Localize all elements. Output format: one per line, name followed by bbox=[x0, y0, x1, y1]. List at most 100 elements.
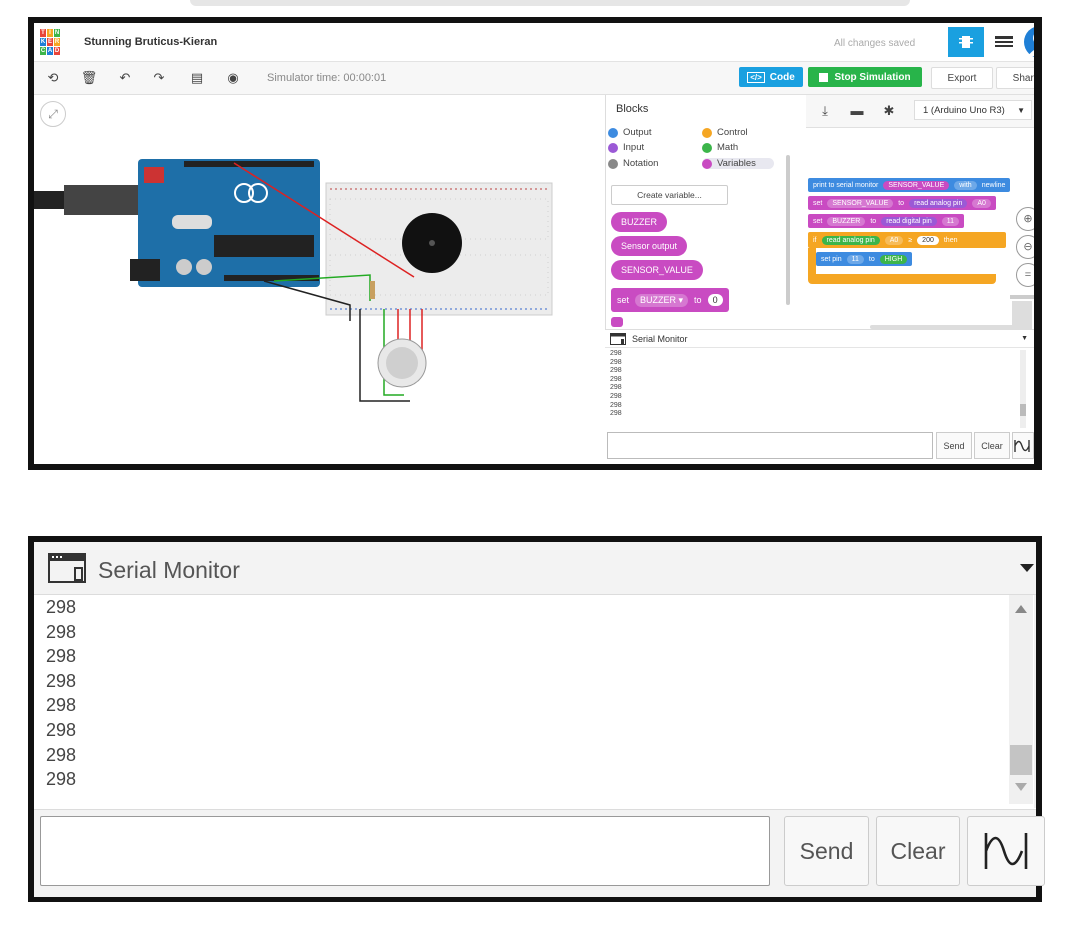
variable-block-sensor-output[interactable]: Sensor output bbox=[611, 236, 688, 256]
window-shadow bbox=[190, 0, 910, 6]
set-variable-block[interactable]: set BUZZER ▾ to 0 bbox=[611, 288, 729, 312]
clear-button[interactable]: Clear bbox=[876, 816, 960, 886]
tinkercad-logo[interactable]: T I N K E R C A D bbox=[40, 29, 60, 55]
category-control[interactable]: Control bbox=[702, 127, 748, 138]
analog-header bbox=[224, 275, 319, 281]
share-button[interactable]: Share bbox=[996, 67, 1034, 89]
graph-button[interactable] bbox=[967, 816, 1045, 886]
send-button[interactable]: Send bbox=[784, 816, 869, 886]
create-variable-button[interactable]: Create variable... bbox=[611, 185, 728, 205]
app-header: T I N K E R C A D Stunning Bruticus-Kier… bbox=[34, 23, 1034, 62]
zoom-reset-icon[interactable]: = bbox=[1016, 263, 1034, 287]
reset-button bbox=[144, 167, 164, 183]
fit-view-icon[interactable]: ⤢ bbox=[40, 101, 66, 127]
debug-icon[interactable]: ✱ bbox=[883, 103, 895, 118]
save-status: All changes saved bbox=[834, 38, 916, 49]
trash-icon[interactable] bbox=[1007, 295, 1034, 333]
category-input[interactable]: Input bbox=[608, 142, 644, 153]
arduino-board[interactable] bbox=[138, 159, 320, 287]
resistor[interactable] bbox=[370, 281, 375, 299]
circuit-drawing bbox=[34, 159, 553, 402]
variable-dropdown[interactable]: BUZZER ▾ bbox=[635, 293, 689, 307]
zoom-out-icon[interactable]: ⊖ bbox=[1016, 235, 1034, 259]
category-output[interactable]: Output bbox=[608, 127, 652, 138]
arduino-logo bbox=[234, 183, 254, 203]
send-button-mini[interactable]: Send bbox=[936, 432, 972, 459]
variable-block-buzzer[interactable]: BUZZER bbox=[611, 212, 667, 232]
serial-monitor-footer: Send Clear bbox=[34, 809, 1045, 897]
print-serial-block[interactable]: print to serial monitor SENSOR_VALUE wit… bbox=[808, 178, 1011, 192]
redo-icon[interactable]: ↷ bbox=[153, 70, 165, 85]
clear-button-mini[interactable]: Clear bbox=[974, 432, 1010, 459]
serial-monitor-mini: Serial Monitor ▼ 298 298 298 298 298 298… bbox=[605, 329, 1034, 464]
serial-line: 298 bbox=[46, 695, 77, 716]
device-select[interactable]: 1 (Arduino Uno R3) ▼ bbox=[914, 100, 1032, 120]
buzzer-center bbox=[429, 240, 435, 246]
tinkercad-app: T I N K E R C A D Stunning Bruticus-Kier… bbox=[34, 23, 1034, 464]
circuit-canvas[interactable]: ⤢ bbox=[34, 95, 605, 464]
serial-monitor-mini-header[interactable]: Serial Monitor ▼ bbox=[605, 330, 1034, 348]
visibility-icon[interactable]: ◉ bbox=[227, 70, 239, 85]
chevron-down-icon[interactable]: ▼ bbox=[1021, 335, 1028, 342]
set-buzzer-block[interactable]: set BUZZER to read digital pin 11 bbox=[808, 214, 964, 228]
wire-black[interactable] bbox=[263, 280, 351, 321]
set-variable-block-partial[interactable] bbox=[611, 317, 623, 327]
serial-input[interactable] bbox=[40, 816, 770, 886]
output-category-icon bbox=[608, 127, 618, 138]
graph-button-mini[interactable] bbox=[1012, 432, 1034, 459]
user-avatar[interactable] bbox=[1024, 26, 1034, 58]
workspace-scrollbar[interactable] bbox=[870, 325, 1020, 329]
serial-input-mini[interactable] bbox=[607, 432, 933, 459]
serial-output: 298 298 298 298 298 298 298 298 bbox=[34, 595, 1036, 808]
export-button[interactable]: Export bbox=[931, 67, 993, 89]
serial-scrollbar-mini[interactable] bbox=[1020, 350, 1026, 428]
zoom-in-icon[interactable]: ⊕ bbox=[1016, 207, 1034, 231]
notes-icon[interactable]: ▤ bbox=[190, 70, 204, 85]
stop-simulation-button[interactable]: Stop Simulation bbox=[808, 67, 922, 87]
category-notation[interactable]: Notation bbox=[608, 158, 658, 169]
category-math[interactable]: Math bbox=[702, 142, 738, 153]
scroll-down-icon[interactable] bbox=[1015, 783, 1027, 791]
breadboard-holes bbox=[329, 254, 549, 296]
upload-icon[interactable]: ▬ bbox=[850, 103, 864, 118]
digital-header bbox=[184, 161, 314, 167]
stop-icon bbox=[819, 72, 829, 82]
set-sensor-value-block[interactable]: set SENSOR_VALUE to read analog pin A0 bbox=[808, 196, 996, 210]
serial-scroll-thumb[interactable] bbox=[1010, 745, 1032, 775]
crystal bbox=[172, 215, 212, 229]
serial-line: 298 bbox=[46, 670, 77, 691]
palette-scrollbar[interactable] bbox=[786, 155, 790, 305]
project-title[interactable]: Stunning Bruticus-Kieran bbox=[84, 36, 218, 48]
chevron-down-icon: ▼ bbox=[1017, 105, 1025, 115]
serial-monitor-icon bbox=[610, 332, 626, 345]
variables-category-icon bbox=[702, 158, 712, 169]
set-pin-block[interactable]: set pin 11 to HIGH bbox=[816, 252, 913, 266]
serial-monitor-header[interactable]: Serial Monitor bbox=[34, 542, 1036, 595]
wire-black[interactable] bbox=[359, 309, 410, 402]
serial-scroll-thumb-mini[interactable] bbox=[1020, 404, 1026, 416]
code-button[interactable]: </> Code bbox=[739, 67, 803, 87]
component-list-button[interactable] bbox=[986, 27, 1022, 57]
notation-category-icon bbox=[608, 158, 618, 169]
chip-icon bbox=[959, 36, 973, 48]
value-input[interactable]: 0 bbox=[707, 294, 723, 306]
rotate-icon[interactable]: ⟲ bbox=[47, 70, 59, 85]
scroll-up-icon[interactable] bbox=[1015, 605, 1027, 613]
serial-scrollbar[interactable] bbox=[1009, 595, 1033, 804]
download-icon[interactable]: ⤓ bbox=[822, 103, 828, 118]
code-workspace[interactable]: print to serial monitor SENSOR_VALUE wit… bbox=[806, 128, 1034, 328]
chevron-down-icon[interactable] bbox=[1020, 564, 1034, 572]
if-block[interactable]: if read analog pin A0 ≥ 200 then bbox=[808, 232, 1006, 248]
circuit-view-button[interactable] bbox=[948, 27, 984, 57]
code-icon: </> bbox=[747, 71, 765, 83]
undo-icon[interactable]: ↶ bbox=[119, 70, 131, 85]
wire-red[interactable] bbox=[233, 162, 415, 278]
serial-line: 298 bbox=[46, 769, 77, 790]
category-variables[interactable]: Variables bbox=[702, 158, 774, 169]
delete-icon[interactable]: 🗑 bbox=[80, 70, 98, 85]
wire-green[interactable] bbox=[383, 309, 404, 396]
variable-block-sensor-value[interactable]: SENSOR_VALUE bbox=[611, 260, 703, 280]
main-toolbar: ⟲ 🗑 ↶ ↷ ▤ ◉ Simulator time: 00:00:01 </>… bbox=[34, 62, 1034, 95]
serial-line: 298 bbox=[46, 597, 77, 617]
editor-toolbar: ⤓ ▬ ✱ 1 (Arduino Uno R3) ▼ bbox=[806, 95, 1034, 128]
